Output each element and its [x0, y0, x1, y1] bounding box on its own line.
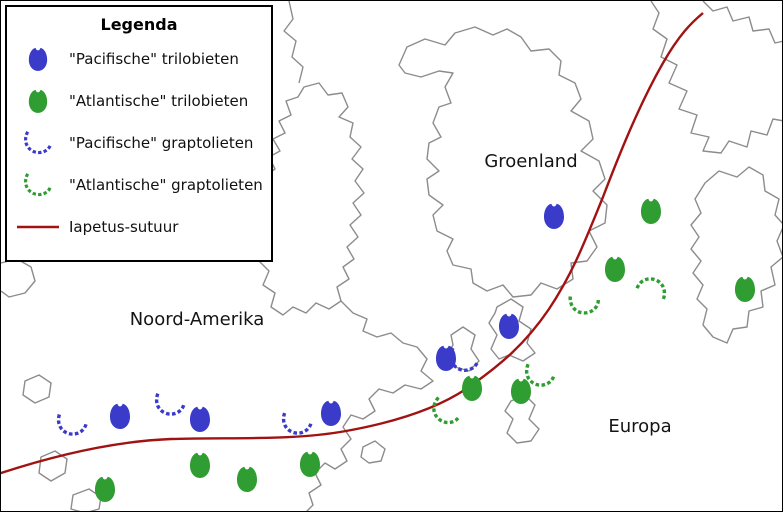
atlantic-trilobite-marker [735, 276, 755, 302]
atlantic-graptolite-marker [633, 274, 668, 305]
coastline [70, 488, 102, 511]
pacific-graptolite-icon [7, 129, 69, 157]
legend: Legenda "Pacifische" trilobieten "Atlant… [5, 5, 273, 262]
atlantic-trilobite-marker [95, 476, 115, 502]
pacific-trilobite-marker [110, 403, 130, 429]
pacific-trilobite-marker [190, 406, 210, 432]
atlantic-trilobite-marker [605, 256, 625, 282]
legend-item-atlantic-trilobites: "Atlantische" trilobieten [7, 80, 271, 122]
legend-item-label: Iapetus-sutuur [69, 218, 179, 236]
pacific-trilobite-marker [499, 313, 519, 339]
coastline [38, 450, 68, 482]
pacific-graptolite-marker [280, 407, 315, 438]
map-label-europa: Europa [608, 416, 671, 437]
coastline [1, 258, 36, 298]
map-label-noord-amerika: Noord-Amerika [130, 309, 265, 330]
coastline [650, 1, 782, 154]
iapetus-suture-line [1, 12, 704, 475]
legend-item-label: "Pacifische" trilobieten [69, 50, 239, 68]
atlantic-graptolite-marker [524, 359, 557, 389]
suture-layer [1, 12, 704, 475]
map-label-groenland: Groenland [484, 151, 577, 172]
coastline [360, 440, 386, 464]
coastline [306, 300, 434, 511]
atlantic-graptolite-icon [7, 171, 69, 199]
legend-item-label: "Atlantische" graptolieten [69, 176, 263, 194]
atlantic-trilobite-icon [7, 88, 69, 114]
suture-line-icon [7, 223, 69, 231]
coastline [702, 1, 782, 44]
atlantic-trilobite-marker [300, 451, 320, 477]
atlantic-trilobite-marker [190, 452, 210, 478]
pacific-trilobite-marker [321, 400, 341, 426]
coastline [283, 1, 304, 84]
legend-title: Legenda [100, 15, 178, 34]
coastline [22, 374, 52, 404]
atlantic-trilobite-marker [237, 466, 257, 492]
legend-item-iapetus-suture: Iapetus-sutuur [7, 206, 271, 248]
legend-item-label: "Atlantische" trilobieten [69, 92, 249, 110]
coastline [256, 82, 365, 316]
atlantic-graptolite-marker [566, 284, 604, 320]
pacific-trilobite-marker [544, 203, 564, 229]
pacific-graptolite-marker [55, 407, 90, 439]
legend-item-pacific-graptolites: "Pacifische" graptolieten [7, 122, 271, 164]
atlantic-trilobite-marker [462, 375, 482, 401]
pacific-trilobite-icon [7, 46, 69, 72]
legend-item-atlantic-graptolites: "Atlantische" graptolieten [7, 164, 271, 206]
legend-item-label: "Pacifische" graptolieten [69, 134, 254, 152]
atlantic-trilobite-marker [641, 198, 661, 224]
atlantic-trilobite-marker [511, 378, 531, 404]
coastline [488, 298, 536, 362]
legend-item-pacific-trilobites: "Pacifische" trilobieten [7, 38, 271, 80]
coastline [690, 166, 782, 344]
pacific-graptolite-marker [153, 388, 187, 418]
coastline [504, 394, 540, 444]
